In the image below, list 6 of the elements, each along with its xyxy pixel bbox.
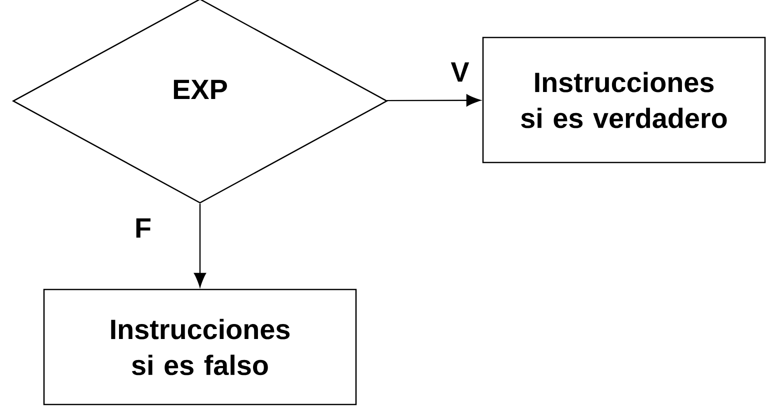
edge-label: F [136,218,150,238]
arrow [386,94,481,106]
process-box: Instrucciones si es falso [43,288,357,406]
process-box: Instrucciones si es verdadero [482,36,766,164]
arrow [194,204,206,288]
edge-label: V [450,62,470,82]
